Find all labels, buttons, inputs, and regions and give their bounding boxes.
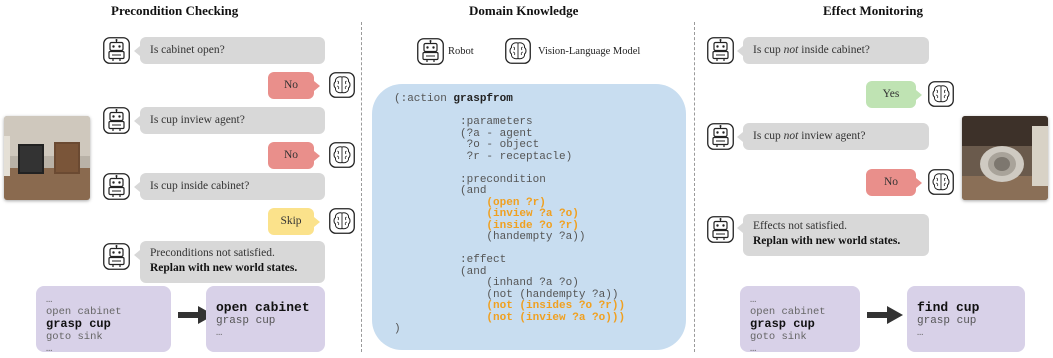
question-bubble: Is cup not inside cabinet?	[737, 37, 929, 64]
plan-step-current: grasp cup	[46, 317, 111, 331]
plan-step-new: find cup	[917, 300, 980, 315]
old-plan-box: … open cabinet grasp cup goto sink …	[36, 286, 171, 355]
plan-step: …	[750, 343, 757, 355]
brain-icon	[329, 142, 355, 168]
plan-step: …	[46, 343, 53, 355]
question-bubble: Is cup inview agent?	[134, 107, 325, 134]
plan-step: …	[216, 327, 223, 339]
replan-line: Replan with new world states.	[753, 235, 901, 247]
plan-step: grasp cup	[917, 315, 977, 327]
question-emphasis: not	[783, 130, 799, 142]
brain-icon	[928, 81, 954, 107]
robot-icon	[707, 123, 734, 150]
answer-bubble-skip: Skip	[268, 208, 320, 235]
answer-bubble-no: No	[866, 169, 922, 196]
question-bubble: Is cabinet open?	[134, 37, 325, 64]
pddl-close: )	[394, 323, 401, 335]
plan-step-new: open cabinet	[216, 300, 310, 315]
pddl-precondition: (handempty ?a))	[486, 231, 586, 243]
pddl-effect: (inhand ?a ?o)	[486, 277, 579, 289]
pddl-and: (and	[460, 185, 487, 197]
plan-step: open cabinet	[46, 306, 122, 318]
pddl-and: (and	[460, 265, 487, 278]
brain-icon	[329, 208, 355, 234]
result-bubble: Effects not satisfied. Replan with new w…	[737, 214, 929, 256]
plan-step: grasp cup	[216, 315, 276, 327]
pddl-precondition-highlight: (inside ?o ?r)	[486, 219, 579, 232]
question-text: Is cup	[753, 44, 784, 56]
pddl-effect-highlight: (not (inview ?a ?o)))	[486, 311, 626, 324]
question-bubble: Is cup inside cabinet?	[134, 173, 325, 200]
brain-icon	[329, 72, 355, 98]
question-text: inview agent?	[798, 130, 866, 142]
new-plan-box: open cabinet grasp cup …	[206, 286, 325, 352]
answer-bubble-yes: Yes	[866, 81, 922, 108]
pddl-precondition-highlight: (inview ?a ?o)	[486, 208, 579, 220]
robot-icon	[103, 37, 130, 64]
pddl-param: ?r - receptacle)	[460, 150, 573, 163]
brain-icon	[505, 38, 531, 64]
pddl-action-box: (:action graspfrom :parameters (?a - age…	[372, 84, 686, 350]
pddl-parameters-kw: :parameters	[460, 116, 533, 128]
legend-robot-label: Robot	[448, 46, 474, 57]
robot-icon	[103, 107, 130, 134]
answer-bubble-no: No	[268, 72, 320, 99]
left-divider	[361, 22, 362, 352]
pddl-precondition-kw: :precondition	[460, 173, 546, 186]
precondition-title: Precondition Checking	[111, 3, 239, 18]
plan-step: …	[46, 294, 53, 306]
pddl-action-name: graspfrom	[453, 93, 513, 105]
robot-icon	[707, 37, 734, 64]
pddl-precondition-highlight: (open ?r)	[486, 196, 546, 209]
plan-step-current: grasp cup	[750, 317, 815, 331]
plan-step: …	[750, 294, 757, 306]
plan-step: …	[917, 327, 924, 339]
question-bubble: Is cup not inview agent?	[737, 123, 929, 150]
brain-icon	[928, 169, 954, 195]
new-plan-box: find cup grasp cup …	[907, 286, 1025, 352]
result-line: Preconditions not satisfied.	[150, 247, 275, 259]
robot-icon	[417, 38, 444, 65]
pddl-param: (?a - agent	[460, 127, 533, 140]
answer-bubble-no: No	[268, 142, 320, 169]
pddl-action-prefix: (:action	[394, 93, 454, 105]
pddl-effect: (not (handempty ?a))	[486, 288, 619, 301]
question-emphasis: not	[783, 44, 799, 56]
pddl-param: ?o - object	[460, 139, 540, 151]
result-line: Effects not satisfied.	[753, 220, 847, 232]
plan-step: goto sink	[750, 331, 807, 343]
robot-icon	[103, 173, 130, 200]
old-plan-box: … open cabinet grasp cup goto sink …	[740, 286, 860, 355]
scene-photo-cabinet	[4, 116, 90, 200]
pddl-effect-highlight: (not (insides ?o ?r))	[486, 300, 626, 312]
replan-line: Replan with new world states.	[150, 262, 298, 274]
question-text: inside cabinet?	[798, 44, 870, 56]
knowledge-title: Domain Knowledge	[469, 3, 579, 18]
robot-icon	[707, 216, 734, 243]
arrow-right-icon	[867, 306, 903, 324]
result-bubble: Preconditions not satisfied. Replan with…	[134, 241, 325, 283]
plan-step: goto sink	[46, 331, 103, 343]
legend-vlm-label: Vision-Language Model	[538, 46, 641, 57]
right-divider	[694, 22, 695, 352]
robot-icon	[103, 243, 130, 270]
effect-title: Effect Monitoring	[823, 3, 924, 18]
pddl-effect-kw: :effect	[460, 254, 507, 266]
scene-photo-cup	[962, 116, 1048, 200]
question-text: Is cup	[753, 130, 784, 142]
plan-step: open cabinet	[750, 306, 826, 318]
